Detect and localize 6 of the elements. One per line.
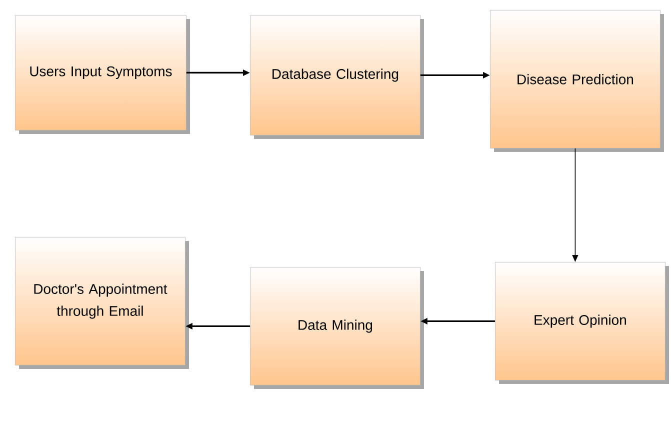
process-box: Database Clustering (250, 15, 424, 139)
process-box: Doctor's Appointment through Email (15, 237, 189, 369)
process-box: Disease Prediction (490, 10, 664, 152)
process-box: Expert Opinion (495, 262, 669, 384)
process-box: Users Input Symptoms (15, 15, 190, 134)
process-box: Data Mining (250, 267, 424, 389)
